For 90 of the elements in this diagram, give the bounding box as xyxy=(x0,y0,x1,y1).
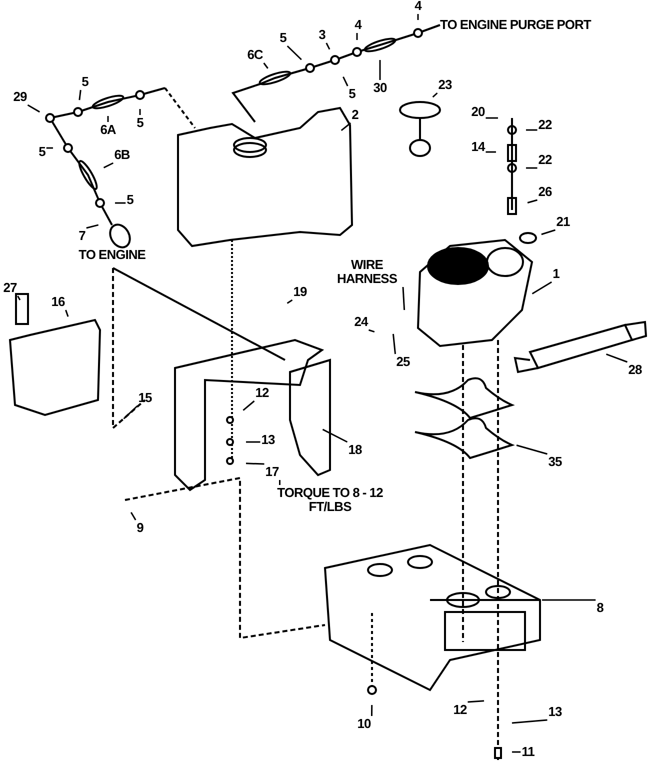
leader-line xyxy=(46,147,53,149)
leader-line xyxy=(342,76,348,86)
leader-line xyxy=(340,122,352,132)
callout-number: 18 xyxy=(348,443,362,457)
callout-number: 5 xyxy=(280,31,286,45)
leader-line xyxy=(606,353,628,363)
leader-line xyxy=(139,109,141,115)
leader-line xyxy=(468,700,484,703)
leader-line xyxy=(286,299,293,304)
leader-line xyxy=(103,162,114,168)
leader-line xyxy=(542,599,596,601)
callout-number: 23 xyxy=(438,78,452,92)
callout-number: 28 xyxy=(628,363,642,377)
leader-line xyxy=(115,202,126,204)
leader-line xyxy=(86,224,99,229)
callout-number: 13 xyxy=(548,705,562,719)
callout-number: 6A xyxy=(100,123,116,137)
callout-number: 29 xyxy=(13,90,27,104)
callout-number: 5 xyxy=(126,193,134,207)
callout-number: 8 xyxy=(596,601,604,615)
callout-number: 17 xyxy=(265,465,279,479)
callout-number: 24 xyxy=(354,315,368,329)
leader-line xyxy=(286,45,302,60)
callout-number: 5 xyxy=(38,145,46,159)
leader-line xyxy=(17,296,21,300)
callout-number: 10 xyxy=(357,717,371,731)
callout-number: 21 xyxy=(556,215,570,229)
callout-number: 30 xyxy=(373,81,387,95)
leader-line xyxy=(368,329,375,333)
callout-number: 7 xyxy=(78,229,86,243)
callout-number: 12 xyxy=(255,386,269,400)
leader-line xyxy=(527,199,538,204)
callout-number: 25 xyxy=(396,355,410,369)
callout-number: 27 xyxy=(3,281,17,295)
leader-line xyxy=(370,705,373,716)
callout-number: 20 xyxy=(471,105,485,119)
leader-line xyxy=(65,310,69,317)
callout-number: 15 xyxy=(138,391,152,405)
leader-line xyxy=(27,104,40,113)
callout-number: 22 xyxy=(538,118,552,132)
note-text: TORQUE TO 8 - 12 FT/LBS xyxy=(270,486,390,514)
callout-number: 16 xyxy=(51,295,65,309)
callout-number: 1 xyxy=(552,267,560,281)
callout-number: 22 xyxy=(538,153,552,167)
callout-number: 12 xyxy=(453,703,467,717)
note-text: TO ENGINE xyxy=(78,248,146,262)
callout-number: 19 xyxy=(293,285,307,299)
leader-line xyxy=(356,33,358,40)
note-text: WIRE HARNESS xyxy=(332,258,402,286)
callout-number: 35 xyxy=(548,455,562,469)
leader-line xyxy=(322,428,348,443)
leader-line xyxy=(526,129,538,131)
callout-number: 3 xyxy=(318,28,326,42)
callout-number: 6C xyxy=(247,48,263,62)
leader-line xyxy=(246,462,264,465)
leader-line xyxy=(486,117,498,119)
leader-line xyxy=(486,151,496,153)
leader-line xyxy=(242,400,255,411)
leader-line xyxy=(78,90,82,100)
leader-line xyxy=(512,719,548,724)
leader-line xyxy=(402,286,406,310)
leader-line xyxy=(516,444,548,455)
leader-line xyxy=(526,167,538,169)
callout-number: 4 xyxy=(354,18,362,32)
leader-line xyxy=(263,62,268,69)
leader-line xyxy=(379,60,381,80)
callout-number: 9 xyxy=(136,521,144,535)
callout-number: 6B xyxy=(114,148,130,162)
leader-line xyxy=(432,92,438,98)
callout-number: 5 xyxy=(82,75,88,89)
leader-line xyxy=(246,441,260,443)
callout-number: 14 xyxy=(471,140,485,154)
callout-number: 4 xyxy=(414,0,422,13)
leader-line xyxy=(123,405,138,420)
leader-line xyxy=(326,42,330,50)
leader-line xyxy=(392,334,396,354)
callout-number: 2 xyxy=(352,108,358,122)
leader-line xyxy=(130,512,136,520)
callout-number: 5 xyxy=(136,116,144,130)
leader-line xyxy=(532,281,552,294)
leader-line xyxy=(107,116,109,122)
leader-line xyxy=(541,229,556,236)
leader-line xyxy=(512,751,521,753)
callout-number: 26 xyxy=(538,185,552,199)
callout-number: 11 xyxy=(522,745,534,759)
leader-line xyxy=(417,14,419,20)
callout-number: 5 xyxy=(348,87,356,101)
callout-number: 13 xyxy=(261,433,275,447)
leader-line xyxy=(278,480,280,485)
note-text: TO ENGINE PURGE PORT xyxy=(440,18,591,32)
